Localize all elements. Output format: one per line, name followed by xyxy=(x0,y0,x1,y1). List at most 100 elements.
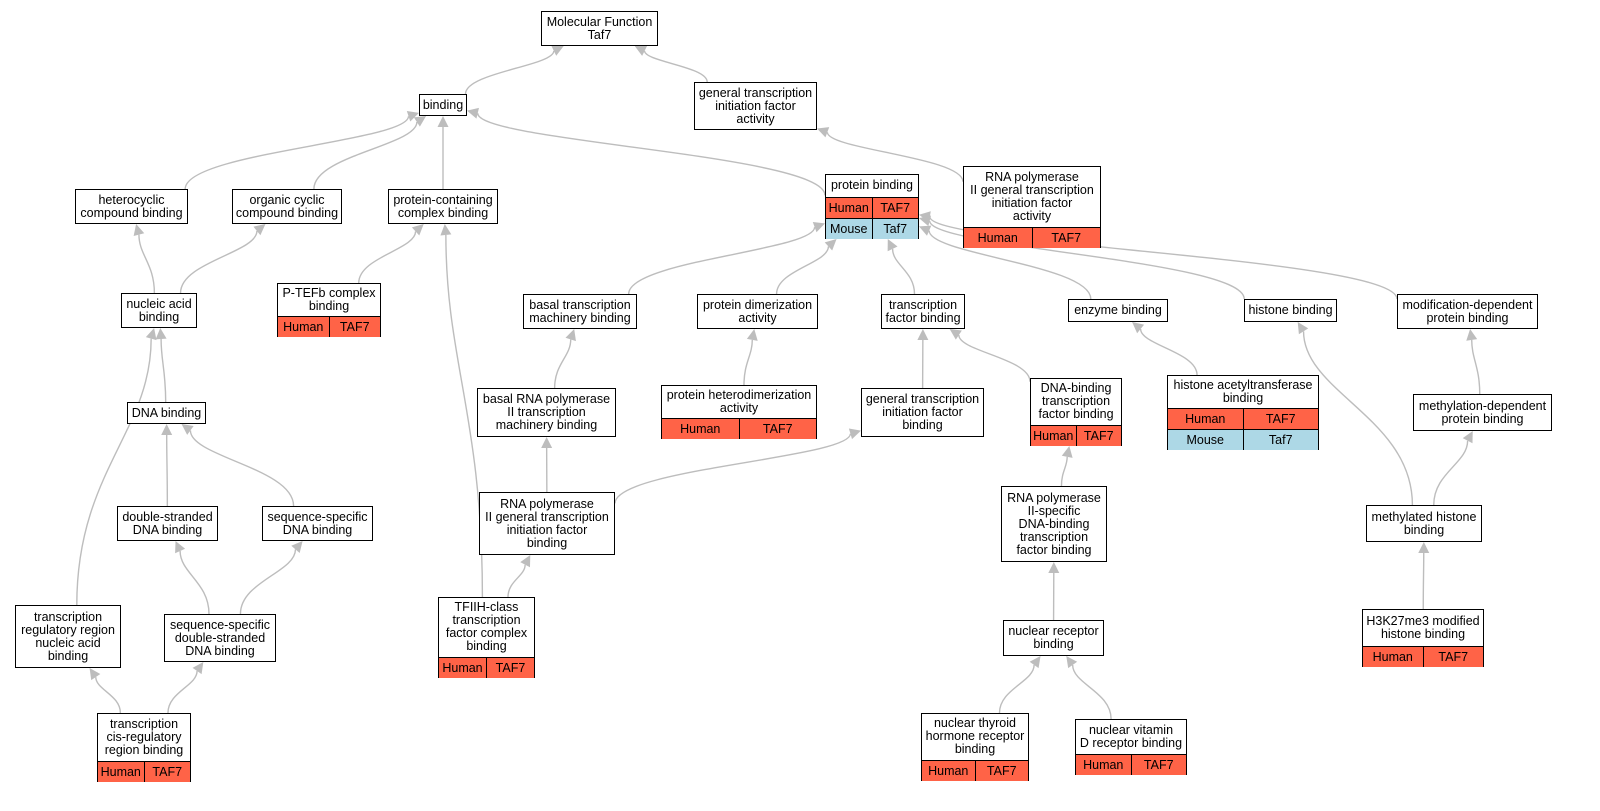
term-label: double-stranded DNA binding xyxy=(122,509,213,537)
gene-cell: TAF7 xyxy=(339,319,370,334)
term-node-mhb: methylated histone binding xyxy=(1366,505,1482,542)
arrowhead-pb-to-binding xyxy=(467,107,479,119)
term-node-rnapol2dbtfb: RNA polymerase II-specific DNA-binding t… xyxy=(1001,486,1107,562)
edge-rnapol2gtifb-to-gtifb xyxy=(614,433,852,504)
term-node-ntrb: nuclear thyroid hormone receptor binding… xyxy=(921,713,1029,781)
arrowhead-mdpb-to-pb xyxy=(919,211,931,223)
arrowhead-pccb-to-binding xyxy=(437,116,449,127)
term-node-ssdna: sequence-specific DNA binding xyxy=(262,506,373,541)
edge-rnapol2dbtfb-to-dbtfb xyxy=(1060,456,1068,487)
edge-mhb-to-methdpb xyxy=(1433,440,1469,506)
edge-pb-to-binding xyxy=(477,112,826,196)
annotation-row-human: Human TAF7 xyxy=(964,226,1100,248)
edge-hb-to-pb xyxy=(928,220,1245,300)
term-label: P-TEFb complex binding xyxy=(282,285,376,313)
organism-cell: Human xyxy=(278,316,330,337)
term-label: sequence-specific DNA binding xyxy=(267,509,368,537)
edge-tfb-to-pb xyxy=(891,248,916,295)
edge-brna-to-btmb xyxy=(553,339,572,389)
term-node-hb: histone binding xyxy=(1244,299,1337,322)
annotation-row-human: Human TAF7 xyxy=(439,656,534,678)
annotation-row-human: Human TAF7 xyxy=(278,315,380,337)
term-label: H3K27me3 modified histone binding xyxy=(1366,613,1480,641)
term-label: protein-containing complex binding xyxy=(393,192,493,220)
arrowhead-brna-to-btmb xyxy=(565,329,576,342)
arrowhead-ptefb-to-pccb xyxy=(411,224,424,236)
term-label: protein binding xyxy=(830,178,913,193)
term-label: basal RNA polymerase II transcription ma… xyxy=(482,392,611,433)
term-node-dbtfb: DNA-binding transcription factor binding… xyxy=(1030,378,1122,446)
gene-cell: TAF7 xyxy=(986,763,1017,778)
term-label: RNA polymerase II-specific DNA-binding t… xyxy=(1007,490,1101,557)
gene-cell: TAF7 xyxy=(1083,428,1114,443)
arrowhead-hetero-to-binding xyxy=(406,110,419,122)
organism-cell: Human xyxy=(1031,425,1077,446)
edge-hetero-to-binding xyxy=(184,115,410,190)
arrowhead-nab-to-hetero xyxy=(133,224,145,237)
arrowhead-organic-to-binding xyxy=(413,116,427,127)
term-label: methylated histone binding xyxy=(1371,509,1477,537)
organism-cell: Human xyxy=(1363,646,1424,667)
gene-cell: TAF7 xyxy=(1051,230,1082,245)
arrowhead-tfiih-to-pccb xyxy=(440,224,452,236)
arrowhead-mhb-to-hb xyxy=(1297,322,1309,335)
term-node-ssdsdna: sequence-specific double-stranded DNA bi… xyxy=(164,614,276,662)
organism-cell: Human xyxy=(662,418,740,439)
term-label: modification-dependent protein binding xyxy=(1402,297,1533,325)
arrowhead-rnapol2gtifb-to-brna xyxy=(541,437,553,449)
term-label: histone acetyltransferase binding xyxy=(1173,377,1313,405)
gene-cell: TAF7 xyxy=(880,200,911,215)
arrowhead-nab-to-organic xyxy=(253,224,266,236)
gene-cell: TAF7 xyxy=(762,421,793,436)
edge-nab-to-organic xyxy=(179,230,258,294)
arrowhead-trrnab-to-nab xyxy=(145,328,157,341)
term-node-organic: organic cyclic compound binding xyxy=(232,189,342,224)
term-node-rnapol2gtifa: RNA polymerase II general transcription … xyxy=(963,166,1101,248)
arrowhead-tfiih-to-rnapol2gtifb xyxy=(520,555,531,568)
edge-ssdsdna-to-ssdna xyxy=(239,549,297,615)
term-node-trrnab: transcription regulatory region nucleic … xyxy=(15,605,121,668)
term-label: sequence-specific double-stranded DNA bi… xyxy=(169,617,271,658)
term-label: DNA-binding transcription factor binding xyxy=(1038,381,1114,422)
arrowhead-ntrb-to-nrb xyxy=(1029,656,1041,669)
term-node-tfb: transcription factor binding xyxy=(881,294,965,329)
gene-cell: TAF7 xyxy=(1438,649,1469,664)
term-label: transcription regulatory region nucleic … xyxy=(21,609,115,663)
term-label: protein heterodimerization activity xyxy=(666,387,812,415)
organism-cell: Human xyxy=(439,657,487,678)
edge-phda-to-pda xyxy=(743,339,753,386)
arrowhead-nvdrb-to-nrb xyxy=(1066,656,1078,669)
arrowhead-tcrrb-to-trrnab xyxy=(89,668,101,681)
edge-nab-to-hetero xyxy=(138,234,156,294)
term-label: histone binding xyxy=(1248,303,1333,318)
term-label: basal transcription machinery binding xyxy=(529,297,631,325)
term-label: nucleic acid binding xyxy=(126,296,192,324)
edge-binding-to-mf xyxy=(464,50,555,95)
arrowhead-gtifa-to-mf xyxy=(634,45,648,56)
arrowhead-ssdna-to-dnab xyxy=(181,424,194,435)
edge-rnapol2gtifa-to-gtifa xyxy=(826,131,964,182)
term-label: nuclear thyroid hormone receptor binding xyxy=(925,716,1025,757)
term-node-tfiih: TFIIH-class transcription factor complex… xyxy=(438,597,535,678)
arrowhead-rnapol2gtifb-to-gtifb xyxy=(848,428,861,440)
edge-nvdrb-to-nrb xyxy=(1071,664,1112,720)
term-label: Molecular Function Taf7 xyxy=(546,14,653,42)
arrowhead-dbtfb-to-tfb xyxy=(949,329,962,340)
annotation-row-human: Human TAF7 xyxy=(662,417,816,439)
edge-tfiih-to-rnapol2gtifb xyxy=(507,564,526,598)
arrowhead-ssdsdna-to-ssdna xyxy=(291,541,303,553)
organism-cell: Human xyxy=(964,227,1033,248)
organism-cell: Human xyxy=(1076,754,1132,775)
gene-cell: TAF7 xyxy=(495,660,526,675)
edge-mhb-to-hb xyxy=(1302,331,1414,506)
arrowhead-methdpb-to-mdpb xyxy=(1466,329,1478,341)
term-node-binding: binding xyxy=(419,94,467,116)
